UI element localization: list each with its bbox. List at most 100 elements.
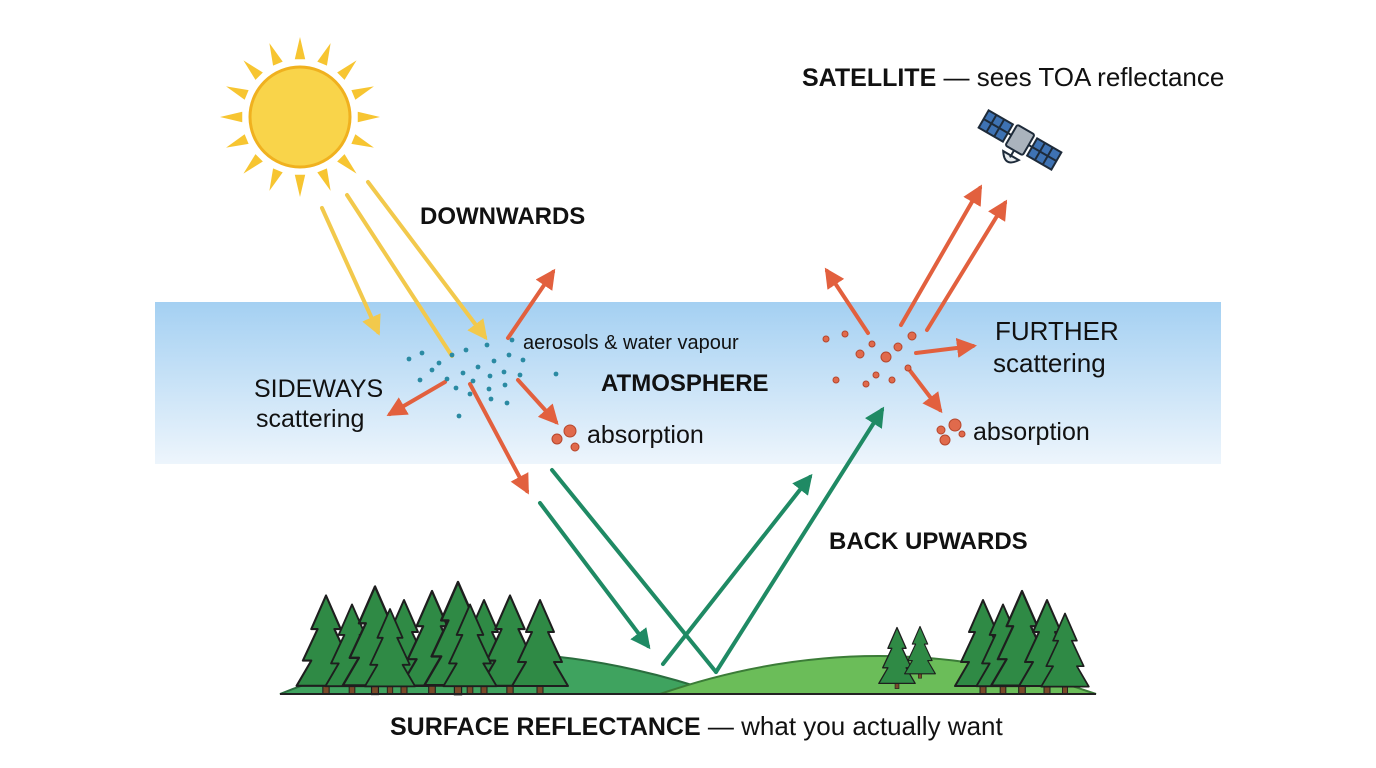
sun-ray — [294, 37, 306, 60]
further-scattering-label: scattering — [993, 348, 1106, 378]
further-scatter-right-arrow — [914, 338, 977, 358]
further-scatter-up-arrow — [824, 267, 870, 335]
sun-ray — [220, 111, 243, 123]
surface-reflectance-label: SURFACE REFLECTANCE — what you actually … — [390, 711, 1003, 742]
sun-ray — [357, 111, 380, 123]
aerosol-particle — [460, 370, 466, 376]
sun-ray — [243, 60, 263, 80]
scattering-particle — [841, 330, 849, 338]
sun-ray — [351, 86, 374, 100]
aerosol-particle — [501, 369, 507, 375]
absorption-label-left: absorption — [587, 421, 704, 449]
aerosol-particle — [449, 352, 455, 358]
aerosol-particle — [491, 358, 497, 364]
sun-ray — [337, 60, 357, 80]
scattering-particle — [888, 376, 896, 384]
sun-ray — [337, 154, 357, 174]
toa-arrow — [925, 199, 1008, 332]
aerosol-particle — [517, 372, 523, 378]
surface-title: SURFACE REFLECTANCE — [390, 713, 701, 741]
scatter-up-arrow — [506, 268, 556, 340]
aerosol-particle — [509, 337, 515, 343]
scattering-particle — [872, 371, 880, 379]
sun-icon — [220, 37, 380, 197]
sun-ray — [317, 168, 331, 191]
satellite-title: SATELLITE — [802, 64, 937, 92]
scattering-particle — [862, 380, 870, 388]
aerosol-particle — [502, 382, 508, 388]
atmosphere-band — [155, 302, 1221, 464]
aerosol-particle — [463, 347, 469, 353]
aerosol-particle — [486, 386, 492, 392]
aerosol-particle — [553, 371, 559, 377]
further-label: FURTHER — [995, 316, 1119, 346]
aerosol-particle — [506, 352, 512, 358]
aerosol-particle — [475, 364, 481, 370]
aerosol-particle — [444, 376, 450, 382]
satellite-icon — [977, 108, 1063, 172]
surface-description: — what you actually want — [707, 711, 1003, 741]
forest-right — [878, 589, 1090, 696]
tree-icon — [904, 625, 936, 679]
atmosphere-label: ATMOSPHERE — [601, 370, 769, 397]
absorption-particles-right — [936, 418, 966, 446]
sun-ray-arrow — [320, 206, 381, 336]
scattering-arrows — [386, 184, 1008, 495]
surface-path-arrows — [538, 406, 885, 674]
down-to-surface-arrow — [538, 501, 651, 650]
aerosol-particles — [406, 337, 559, 419]
sun-ray — [269, 168, 283, 191]
absorption-arrow-left — [516, 378, 559, 425]
sun-ray-line — [345, 193, 454, 358]
aerosol-particle — [406, 356, 412, 362]
aerosol-particle — [484, 342, 490, 348]
satellite-label: SATELLITE — sees TOA reflectance — [802, 62, 1224, 93]
sun-ray — [226, 86, 249, 100]
scattering-particle — [893, 342, 903, 352]
scattering-particle — [822, 335, 830, 343]
sun-ray — [317, 43, 331, 66]
aerosol-particle — [504, 400, 510, 406]
back-upwards-arrow — [661, 473, 813, 666]
aerosol-particle — [417, 377, 423, 383]
sun-ray — [294, 174, 306, 197]
sun-ray — [226, 134, 249, 148]
aerosol-particle — [467, 391, 473, 397]
scattering-particle — [868, 340, 876, 348]
sideways-scatter-arrow — [386, 380, 447, 417]
sun-ray-arrow — [366, 180, 488, 341]
aerosols-label: aerosols & water vapour — [523, 332, 739, 354]
sideways-label: SIDEWAYS — [254, 375, 384, 403]
sideways-scattering-label: scattering — [256, 405, 365, 433]
satellite-description: — sees TOA reflectance — [943, 62, 1225, 92]
scattering-particle — [907, 331, 917, 341]
scatter-down-arrow — [468, 382, 529, 495]
scattering-particle — [832, 376, 840, 384]
sun-ray — [351, 134, 374, 148]
incoming-sunlight-arrows — [320, 180, 488, 358]
sun-ray — [243, 154, 263, 174]
back-upwards-arrow — [714, 406, 885, 674]
aerosol-particle — [470, 378, 476, 384]
aerosol-particle — [453, 385, 459, 391]
sun-ray — [269, 43, 283, 66]
aerosol-particle — [456, 413, 462, 419]
aerosol-particle — [419, 350, 425, 356]
scattering-particle — [855, 349, 865, 359]
absorption-particles-left — [551, 424, 580, 452]
absorption-label-right: absorption — [973, 418, 1090, 446]
scattering-particle — [880, 351, 892, 363]
downwards-label: DOWNWARDS — [420, 203, 586, 230]
scattering-particle — [904, 364, 912, 372]
forest-left — [295, 580, 569, 696]
aerosol-particle — [520, 357, 526, 363]
back-upwards-label: BACK UPWARDS — [829, 528, 1028, 555]
aerosol-particle — [436, 360, 442, 366]
aerosol-particle — [488, 396, 494, 402]
aerosol-particle — [487, 373, 493, 379]
down-to-surface-line — [550, 468, 718, 674]
absorption-arrow-right — [906, 366, 943, 414]
scattering-particles-right — [822, 330, 917, 388]
toa-arrow — [899, 184, 982, 327]
